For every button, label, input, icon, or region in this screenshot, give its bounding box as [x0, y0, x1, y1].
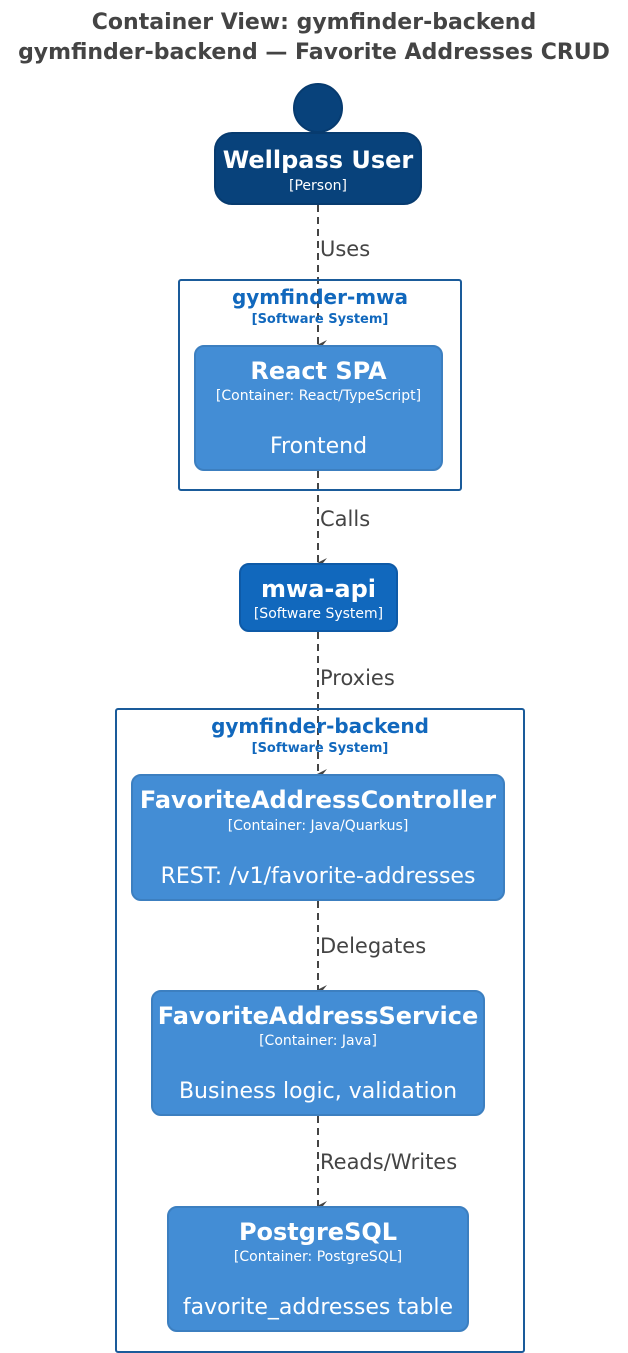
- container-description: Frontend: [269, 434, 368, 459]
- relation-label-reads-writes: Reads/Writes: [320, 1150, 458, 1174]
- boundary-type: [Software System]: [251, 741, 389, 756]
- boundary-gymfinder-mwa: gymfinder-mwa [Software System]: [178, 279, 462, 491]
- boundary-gymfinder-backend: gymfinder-backend [Software System]: [115, 708, 525, 1353]
- container-description: REST: /v1/favorite-addresses: [160, 864, 476, 889]
- container-type: [Container: React/TypeScript]: [215, 388, 422, 404]
- container-type: [Container: Java/Quarkus]: [227, 818, 409, 834]
- container-type: [Container: Java]: [259, 1033, 377, 1049]
- container-type: [Container: PostgreSQL]: [233, 1249, 403, 1265]
- container-react-spa[interactable]: React SPA [Container: React/TypeScript] …: [194, 345, 443, 471]
- person-head-icon: [293, 83, 343, 133]
- diagram-title-line2: gymfinder-backend — Favorite Addresses C…: [18, 40, 610, 65]
- person-name: Wellpass User: [222, 146, 414, 174]
- container-favorite-address-controller[interactable]: FavoriteAddressController [Container: Ja…: [131, 774, 505, 901]
- diagram-title-line1: Container View: gymfinder-backend: [91, 10, 537, 35]
- container-description: Business logic, validation: [178, 1079, 458, 1104]
- container-name: FavoriteAddressController: [139, 786, 497, 814]
- boundary-name: gymfinder-backend: [211, 714, 429, 738]
- system-name: mwa-api: [261, 575, 376, 603]
- container-name: React SPA: [250, 357, 387, 385]
- person-type: [Person]: [289, 178, 347, 194]
- container-postgresql[interactable]: PostgreSQL [Container: PostgreSQL] favor…: [167, 1206, 469, 1332]
- system-type: [Software System]: [253, 606, 384, 622]
- container-name: FavoriteAddressService: [157, 1002, 479, 1030]
- relation-label-delegates: Delegates: [320, 934, 427, 958]
- boundary-type: [Software System]: [251, 312, 389, 327]
- person-wellpass-user[interactable]: Wellpass User [Person]: [214, 132, 422, 205]
- boundary-name: gymfinder-mwa: [231, 285, 409, 309]
- relation-label-uses: Uses: [320, 237, 371, 261]
- relation-label-proxies: Proxies: [320, 666, 395, 690]
- container-description: favorite_addresses table: [182, 1295, 454, 1320]
- container-name: PostgreSQL: [238, 1218, 398, 1246]
- relation-label-calls: Calls: [320, 507, 371, 531]
- system-mwa-api[interactable]: mwa-api [Software System]: [239, 563, 398, 632]
- container-favorite-address-service[interactable]: FavoriteAddressService [Container: Java]…: [151, 990, 485, 1116]
